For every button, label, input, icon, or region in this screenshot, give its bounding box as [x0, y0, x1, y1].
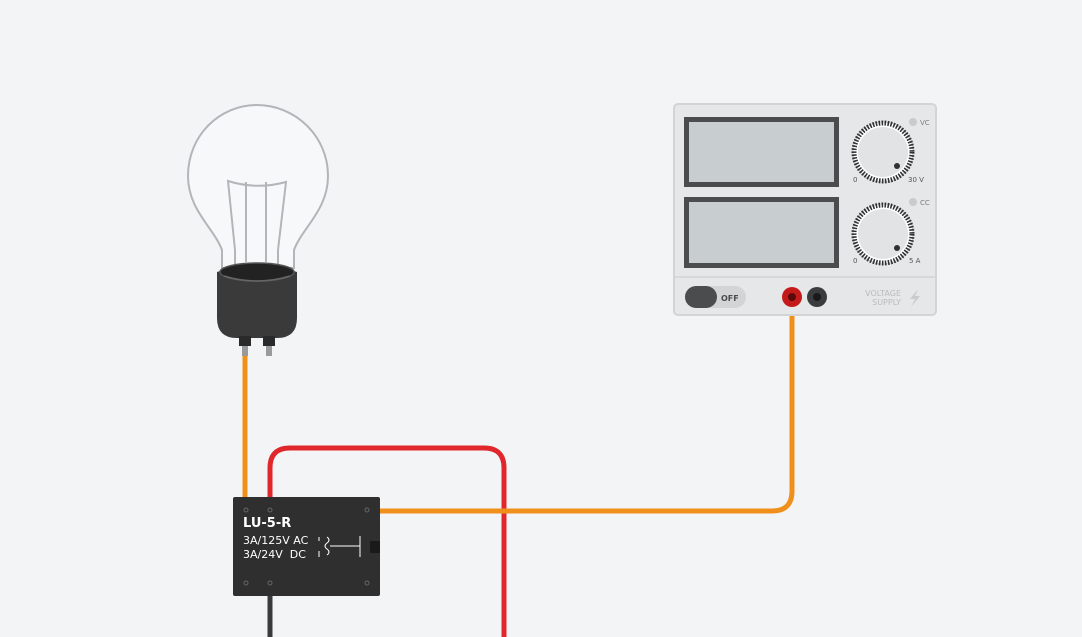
current-display	[689, 202, 834, 263]
bulb-terminal-1[interactable]	[242, 346, 248, 356]
wire-orange-relay-supply[interactable]	[377, 295, 795, 514]
current-knob[interactable]	[851, 202, 915, 266]
relay-coil-symbol	[318, 536, 361, 557]
bulb-base	[217, 265, 297, 338]
bulb-filament	[226, 179, 288, 266]
voltage-knob-indicator	[894, 163, 900, 169]
relay-pin-4[interactable]	[243, 580, 249, 586]
current-knob-max-label: 5 A	[909, 257, 921, 265]
cc-label: CC	[920, 199, 930, 207]
voltage-knob-min-label: 0	[853, 176, 857, 184]
current-knob-min-label: 0	[853, 257, 857, 265]
relay-pin-5[interactable]	[267, 580, 273, 586]
voltage-display	[689, 122, 834, 182]
relay-tab	[370, 541, 380, 553]
relay-body	[233, 497, 380, 596]
power-toggle[interactable]: OFF	[685, 286, 746, 308]
relay[interactable]: LU-5-R 3A/125V AC 3A/24V DC	[233, 497, 380, 596]
voltage-knob-max-label: 30 V	[908, 176, 924, 184]
light-bulb[interactable]	[186, 103, 330, 356]
relay-pin-3[interactable]	[364, 507, 370, 513]
voltage-knob[interactable]	[851, 120, 915, 184]
vc-indicator-led	[909, 118, 917, 126]
power-supply[interactable]: VC 0 30 V CC 0 5 A OFF VOLTAGE SUPPLY	[673, 103, 937, 316]
power-toggle-label: OFF	[721, 294, 739, 303]
relay-pin-2[interactable]	[267, 507, 273, 513]
relay-pin-1[interactable]	[243, 507, 249, 513]
brand-line-1: VOLTAGE	[865, 289, 901, 298]
bulb-base-ridge	[223, 275, 291, 282]
relay-rating-dc: 3A/24V DC	[243, 548, 306, 561]
relay-pin-6[interactable]	[364, 580, 370, 586]
relay-rating-ac: 3A/125V AC	[243, 534, 309, 547]
wire-red[interactable]	[267, 445, 507, 637]
vc-label: VC	[920, 119, 930, 127]
bulb-pin-right-base	[263, 336, 275, 346]
relay-model: LU-5-R	[243, 516, 291, 531]
bulb-terminal-2[interactable]	[266, 346, 272, 356]
negative-terminal-hole	[813, 293, 821, 301]
positive-terminal-hole	[788, 293, 796, 301]
lightning-icon	[910, 289, 920, 307]
brand-line-2: SUPPLY	[872, 298, 901, 307]
bulb-pin-left-base	[239, 336, 251, 346]
current-knob-indicator	[894, 245, 900, 251]
cc-indicator-led	[909, 198, 917, 206]
